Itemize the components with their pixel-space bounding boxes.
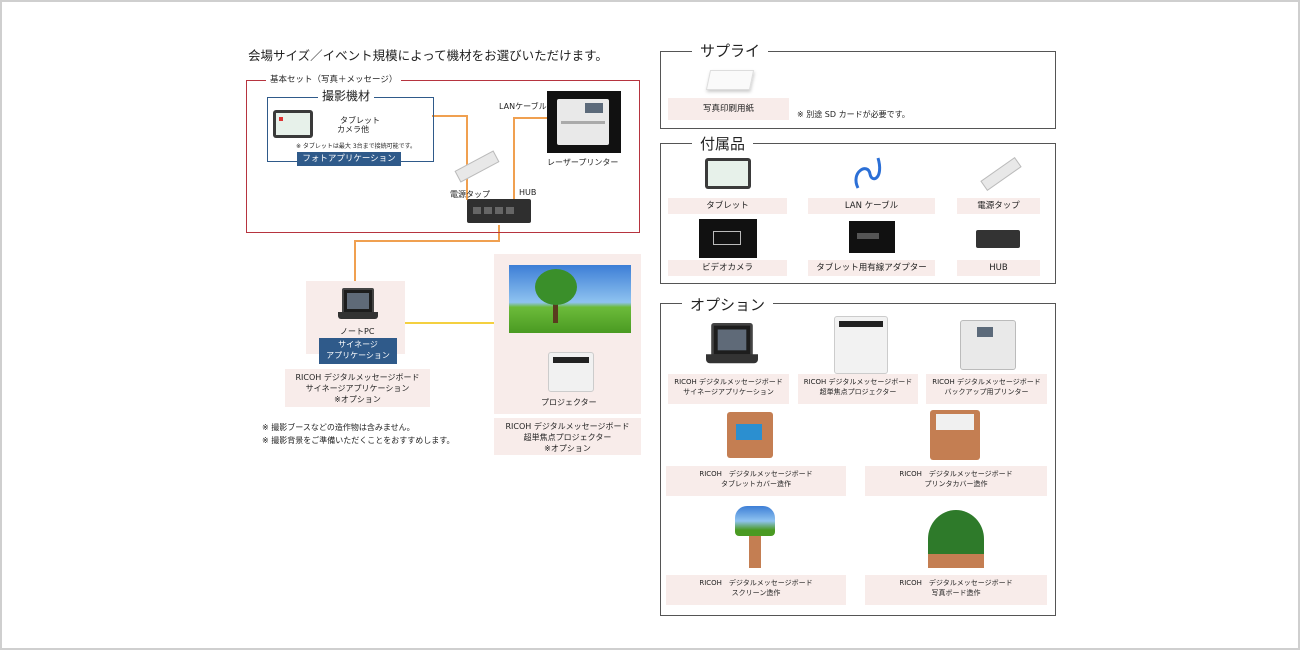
opt-projector-line2: 超単焦点プロジェクター	[819, 388, 897, 396]
acc-hub: HUB	[957, 260, 1040, 276]
opt-photo-board: RICOH デジタルメッセージボード 写真ボード造作	[865, 575, 1047, 605]
supply-box	[660, 51, 1056, 129]
projector-label: プロジェクター	[541, 398, 597, 407]
lan-line-notepc	[354, 225, 500, 282]
options-box	[660, 303, 1056, 616]
supply-note: ※ 別途 SD カードが必要です。	[797, 110, 910, 119]
tablet-icon	[273, 110, 313, 138]
opt-tablet-cover-line1: RICOH デジタルメッセージボード	[699, 470, 813, 478]
opt-screen-line2: スクリーン造作	[731, 589, 781, 597]
opt-photo-board-image	[928, 510, 984, 568]
projector-caption-line2: 超単焦点プロジェクター	[523, 433, 612, 442]
hub-label: HUB	[519, 188, 537, 197]
acc-lan: LAN ケーブル	[808, 198, 935, 214]
opt-tablet-cover: RICOH デジタルメッセージボード タブレットカバー造作	[666, 466, 846, 496]
acc-adapter-image	[849, 221, 895, 253]
page-title: 会場サイズ／イベント規模によって機材をお選びいただけます。	[248, 48, 608, 63]
hub-icon	[467, 199, 531, 223]
laser-printer-image	[547, 91, 621, 153]
photo-app-label: フォトアプリケーション	[297, 152, 401, 166]
opt-photo-board-line1: RICOH デジタルメッセージボード	[899, 579, 1013, 587]
signage-app-line2: アプリケーション	[326, 351, 390, 360]
signage-app-label: サイネージ アプリケーション	[319, 338, 397, 364]
signage-app-line1: サイネージ	[338, 340, 378, 349]
opt-backup-printer-line1: RICOH デジタルメッセージボード	[932, 378, 1041, 386]
notepc-caption-line2: サイネージアプリケーション	[305, 384, 410, 393]
opt-photo-board-line2: 写真ボード造作	[931, 589, 981, 597]
tablet-camera-line2: カメラ他	[337, 125, 369, 134]
supply-item: 写真印刷用紙	[668, 98, 789, 120]
projector-image	[548, 352, 594, 392]
acc-video-camera-image	[699, 219, 757, 258]
camera-group-label: 撮影機材	[318, 89, 375, 104]
acc-power-strip: 電源タップ	[957, 198, 1040, 214]
opt-screen-image	[735, 506, 775, 568]
opt-projector: RICOH デジタルメッセージボード 超単焦点プロジェクター	[798, 374, 918, 404]
tablet-camera-line1: タブレット	[340, 116, 380, 125]
opt-signage-app: RICOH デジタルメッセージボード サイネージアプリケーション	[668, 374, 789, 404]
acc-adapter: タブレット用有線アダプター	[808, 260, 935, 276]
acc-tablet-image	[705, 158, 751, 189]
projection-screen-image	[509, 265, 631, 333]
power-strip-label: 電源タップ	[450, 190, 490, 199]
opt-projector-image	[834, 316, 888, 374]
notepc-icon	[338, 288, 378, 320]
note-line1: ※ 撮影ブースなどの造作物は含みません。	[262, 423, 415, 432]
photo-paper-image	[705, 70, 755, 90]
notepc-label: ノートPC	[340, 327, 375, 336]
projector-caption-line3: ※オプション	[544, 444, 591, 453]
acc-tablet: タブレット	[668, 198, 787, 214]
accessories-title: 付属品	[692, 135, 754, 153]
basic-set-frame	[246, 80, 640, 233]
projector-caption: RICOH デジタルメッセージボード 超単焦点プロジェクター ※オプション	[494, 418, 641, 455]
opt-projector-line1: RICOH デジタルメッセージボード	[803, 378, 913, 386]
notepc-caption: RICOH デジタルメッセージボード サイネージアプリケーション ※オプション	[285, 369, 430, 407]
opt-printer-image	[960, 320, 1016, 370]
acc-lan-image	[854, 157, 882, 189]
opt-signage-app-line2: サイネージアプリケーション	[683, 388, 774, 396]
opt-backup-printer: RICOH デジタルメッセージボード バックアップ用プリンター	[926, 374, 1047, 404]
opt-printer-cover-line1: RICOH デジタルメッセージボード	[899, 470, 1013, 478]
notepc-caption-line1: RICOH デジタルメッセージボード	[295, 373, 420, 382]
opt-printer-cover-image	[930, 410, 980, 460]
opt-laptop-image	[706, 323, 758, 365]
lan-line-printer	[513, 117, 547, 200]
opt-screen-line1: RICOH デジタルメッセージボード	[699, 579, 813, 587]
acc-hub-image	[976, 230, 1020, 248]
lan-cable-label: LANケーブル	[499, 102, 547, 111]
laser-printer-label: レーザープリンター	[547, 158, 619, 167]
opt-printer-cover-line2: プリンタカバー造作	[924, 480, 988, 488]
tablet-note: ※ タブレットは最大 3台まで接続可能です。	[296, 143, 417, 150]
notepc-caption-line3: ※オプション	[334, 395, 381, 404]
acc-video-camera: ビデオカメラ	[668, 260, 787, 276]
projector-caption-line1: RICOH デジタルメッセージボード	[505, 422, 630, 431]
opt-backup-printer-line2: バックアップ用プリンター	[944, 388, 1029, 396]
opt-screen: RICOH デジタルメッセージボード スクリーン造作	[666, 575, 846, 605]
opt-printer-cover: RICOH デジタルメッセージボード プリンタカバー造作	[865, 466, 1047, 496]
supply-title: サプライ	[692, 42, 769, 60]
note-line2: ※ 撮影背景をご準備いただくことをおすすめします。	[262, 436, 455, 445]
basic-set-label: 基本セット（写真＋メッセージ）	[266, 75, 402, 85]
accessories-box	[660, 143, 1056, 284]
opt-tablet-cover-line2: タブレットカバー造作	[721, 480, 791, 488]
opt-signage-app-line1: RICOH デジタルメッセージボード	[674, 378, 783, 386]
options-title: オプション	[682, 296, 774, 314]
opt-tablet-cover-image	[727, 412, 773, 458]
